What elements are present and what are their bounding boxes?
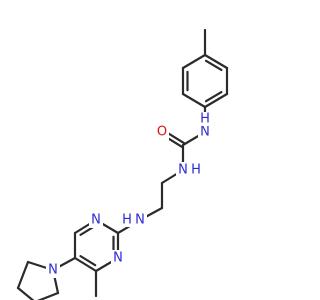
pyrrolidine-nitrogen-label: N (48, 263, 58, 278)
urea-nitrogen-label-background (198, 124, 212, 140)
amine-nitrogen-label: N (135, 213, 145, 228)
ring-bond (16, 286, 35, 300)
amine-nitrogen-label-background (133, 212, 147, 228)
urea-nitrogen-label: N (200, 125, 210, 140)
urea-nitrogen-label-background (176, 162, 190, 178)
oxygen-atom-label-background (155, 124, 169, 140)
urea-nh-hydrogen-label: H (191, 163, 201, 178)
oxygen-atom-label: O (157, 125, 167, 140)
aromatic-inner-bond (204, 90, 223, 103)
aromatic-inner-bond (204, 59, 223, 72)
ring-bond (73, 256, 98, 273)
amine-nh-hydrogen-label-background (121, 213, 133, 227)
urea-nh-hydrogen-label-background (190, 163, 202, 177)
pyrrolidine-nitrogen-label-background (46, 262, 60, 278)
ring-bond (16, 260, 30, 290)
ring-bond (37, 291, 60, 300)
ring-bond (203, 92, 229, 109)
ring-bond (181, 92, 207, 109)
ring-bond (181, 53, 207, 70)
ring-bond (203, 53, 229, 70)
aromatic-inner-bond (79, 255, 97, 267)
pyrimidine-nitrogen-label: N (91, 213, 101, 228)
pyrimidine-nitrogen-label-background (111, 250, 125, 266)
amine-nh-hydrogen-label: H (122, 213, 132, 228)
urea-nh-hydrogen-label-background (199, 112, 211, 126)
pyrimidine-nitrogen-label-background (89, 212, 103, 228)
urea-nh-hydrogen-label: H (200, 112, 210, 127)
urea-nitrogen-label: N (178, 163, 188, 178)
pyrimidine-nitrogen-label: N (113, 251, 123, 266)
